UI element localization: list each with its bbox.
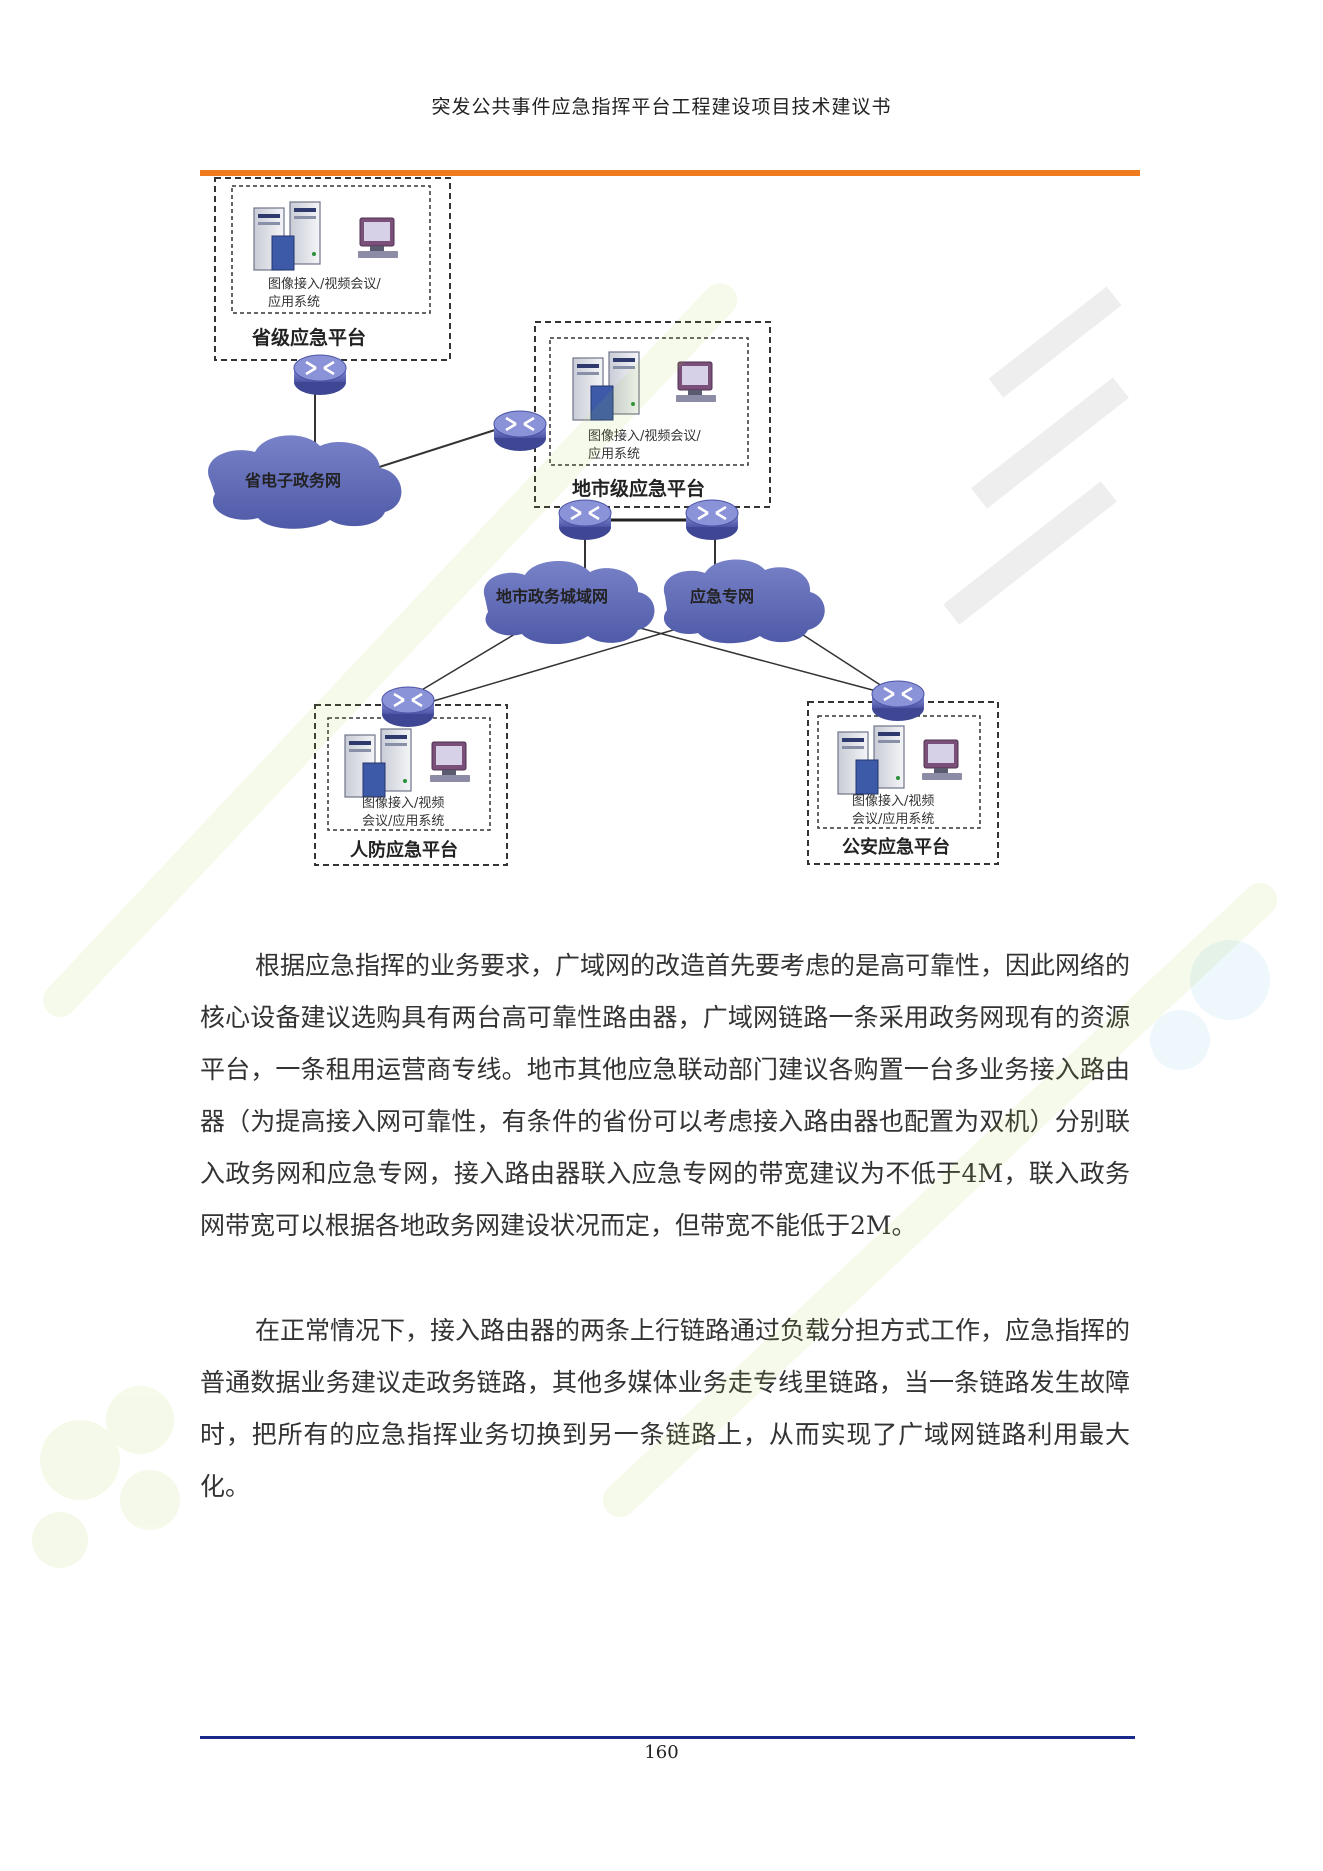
header-rule (200, 170, 1140, 176)
provincial-egov-cloud: 省电子政务网 (208, 435, 402, 529)
workstation-icon (429, 741, 471, 783)
page-number: 160 (644, 1742, 679, 1763)
server-cluster-icon (254, 202, 320, 270)
router-icon (870, 679, 926, 723)
network-diagram: 图像接入/视频会议/ 应用系统 省级应急平台 省电子政务网 图像接入/视频会议/… (208, 177, 999, 866)
system-label-line1: 图像接入/视频会议/ (268, 276, 381, 292)
server-cluster-icon (345, 729, 411, 797)
provincial-platform-node: 图像接入/视频会议/ 应用系统 省级应急平台 (214, 177, 451, 361)
emergency-private-cloud: 应急专网 (663, 559, 825, 644)
link-wan-public (609, 619, 881, 693)
public-security-platform-label: 公安应急平台 (842, 836, 950, 858)
public-security-platform-node: 图像接入/视频 会议/应用系统 公安应急平台 (807, 701, 999, 865)
system-label-split-line1: 图像接入/视频 (362, 795, 444, 811)
footer-rule (200, 1736, 1135, 1739)
router-icon (492, 409, 548, 453)
civil-defense-platform-label: 人防应急平台 (350, 839, 458, 861)
link-wan-civil (404, 624, 531, 701)
system-label-split-line2: 会议/应用系统 (362, 813, 444, 829)
provincial-platform-label: 省级应急平台 (251, 326, 366, 349)
city-platform-node: 图像接入/视频会议/ 应用系统 地市级应急平台 (534, 321, 771, 508)
emergency-private-label: 应急专网 (690, 587, 754, 606)
system-label-line1: 图像接入/视频会议/ (588, 428, 701, 444)
body-paragraph: 在正常情况下，接入路由器的两条上行链路通过负载分担方式工作，应急指挥的普通数据业… (200, 1316, 1131, 1501)
system-label-line2: 应用系统 (588, 446, 640, 462)
provincial-egov-label: 省电子政务网 (244, 471, 341, 490)
body-paragraph: 根据应急指挥的业务要求，广域网的改造首先要考虑的是高可靠性，因此网络的核心设备建… (200, 951, 1131, 1240)
router-icon (557, 498, 613, 542)
server-cluster-icon (838, 726, 904, 794)
system-label-line2: 应用系统 (268, 294, 320, 310)
document-header-title: 突发公共事件应急指挥平台工程建设项目技术建议书 (431, 96, 892, 118)
workstation-icon (675, 361, 717, 403)
link-emergency-civil (419, 624, 691, 706)
workstation-icon (357, 217, 399, 259)
workstation-icon (921, 739, 963, 781)
router-icon (292, 353, 348, 397)
system-label-split-line1: 图像接入/视频 (852, 793, 934, 809)
city-platform-label: 地市级应急平台 (572, 477, 705, 500)
civil-defense-platform-node: 图像接入/视频 会议/应用系统 人防应急平台 (314, 704, 508, 866)
server-cluster-icon (573, 352, 639, 420)
link-cloud-city-router (369, 429, 496, 471)
router-icon (380, 685, 436, 729)
city-egov-wan-label: 地市政务城域网 (496, 587, 608, 606)
system-label-split-line2: 会议/应用系统 (852, 811, 934, 827)
router-icon (684, 498, 740, 542)
city-egov-wan-cloud: 地市政务城域网 (483, 561, 655, 645)
